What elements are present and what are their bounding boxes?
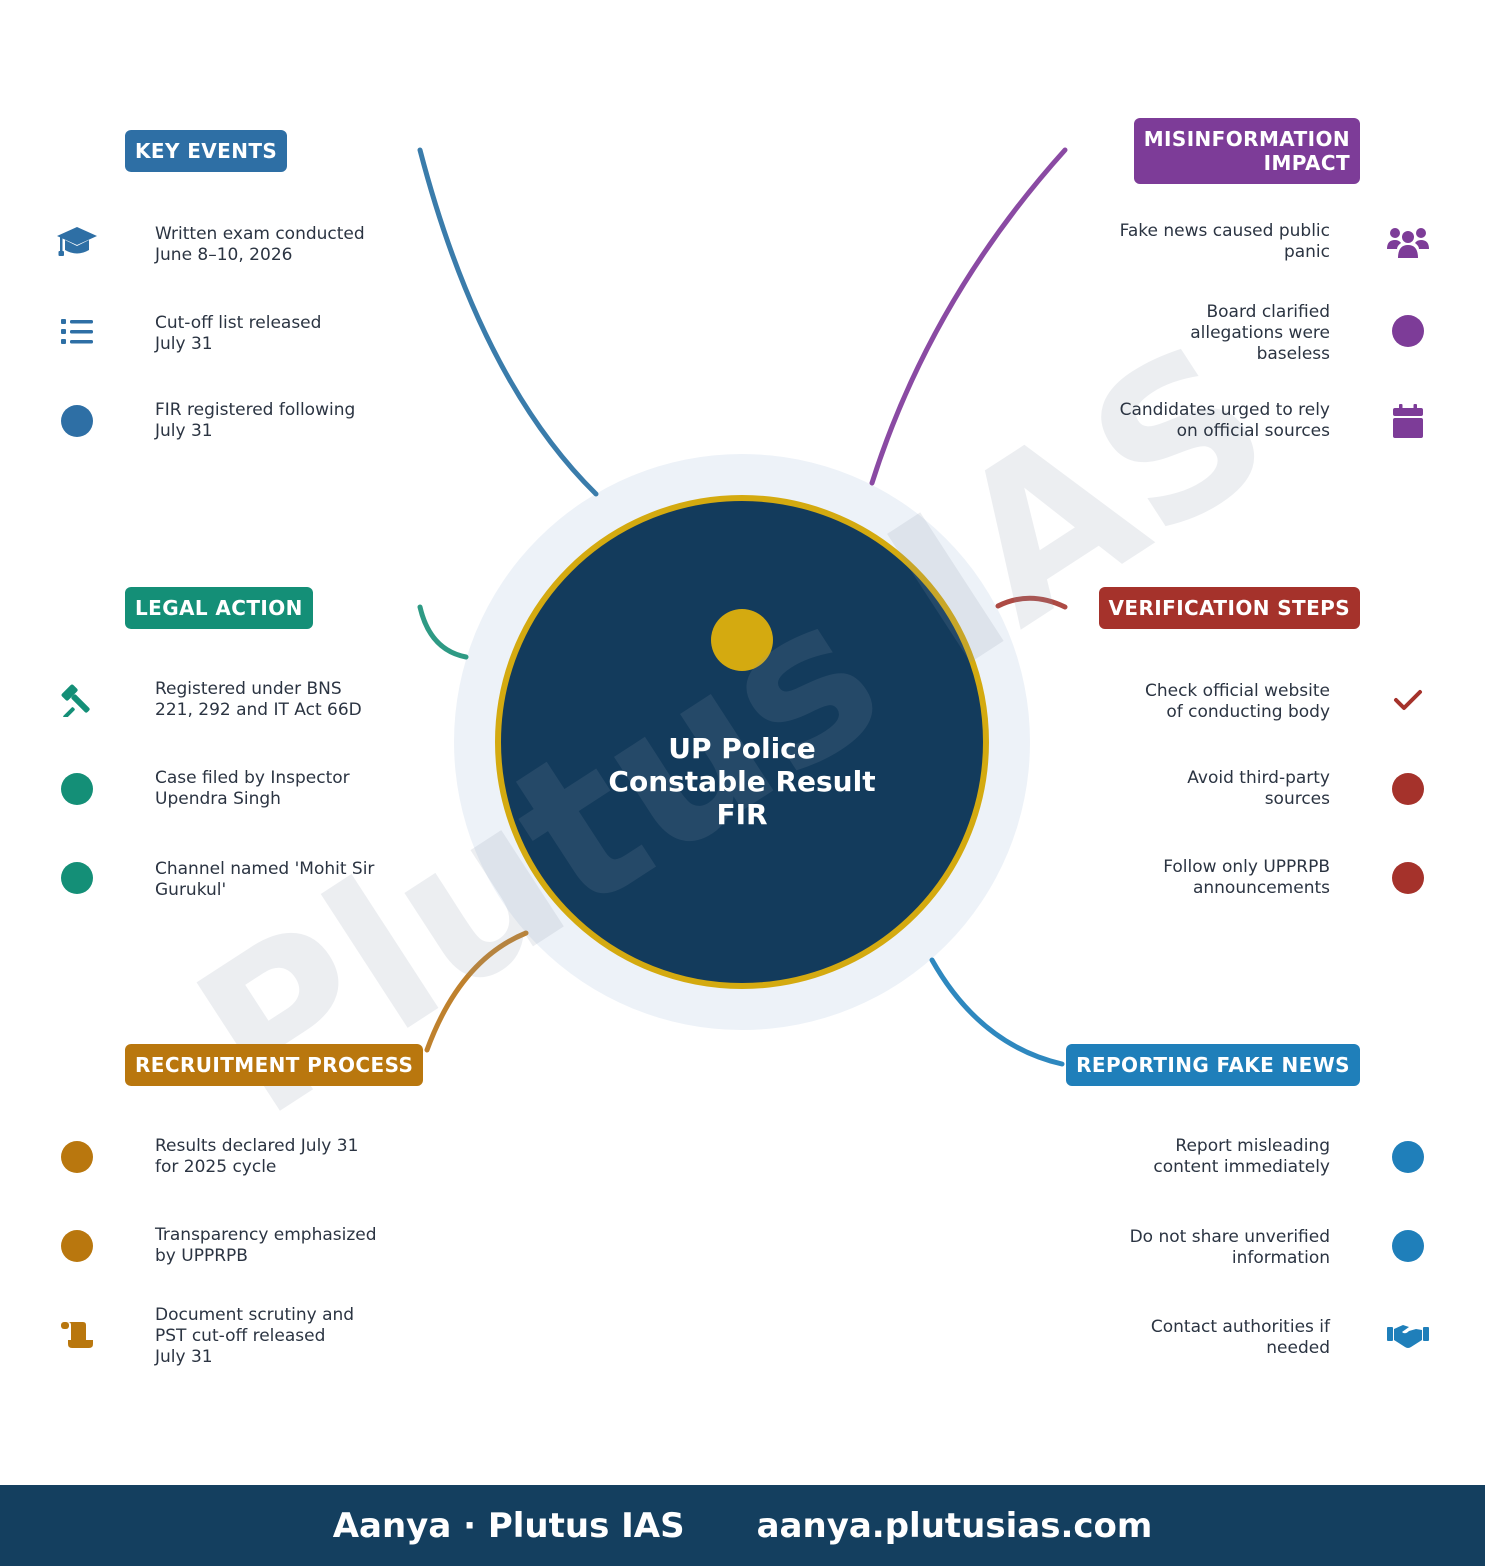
badge-misinformation-impact: MISINFORMATION IMPACT — [1133, 118, 1360, 184]
connector-reporting-fake-news — [929, 957, 1065, 1067]
dot-icon — [53, 854, 101, 902]
list-item: Follow only UPPRPB announcements — [1163, 857, 1330, 898]
connector-key-events — [417, 147, 599, 497]
list-item: Case filed by Inspector Upendra Singh — [155, 768, 350, 809]
dot-icon — [1384, 307, 1432, 355]
footer-website-link[interactable]: aanya.plutusias.com — [756, 1505, 1153, 1546]
center-dot-icon — [711, 609, 773, 671]
badge-key-events: KEY EVENTS — [125, 130, 288, 172]
connector-verification-steps — [995, 595, 1068, 610]
handshake-icon — [1384, 1311, 1432, 1359]
center-title: UP Police Constable Result FIR — [608, 732, 876, 831]
list-item: Check official website of conducting bod… — [1144, 681, 1330, 722]
list-item: Transparency emphasized by UPPRPB — [155, 1225, 377, 1266]
dot-icon — [1384, 1222, 1432, 1270]
list-item: Cut-off list released July 31 — [155, 313, 322, 354]
footer-brand: Aanya · Plutus IAS — [332, 1505, 685, 1546]
dot-icon — [53, 1133, 101, 1181]
graduation-cap-icon — [53, 218, 101, 266]
dot-icon — [1384, 765, 1432, 813]
list-item: Written exam conducted June 8–10, 2026 — [155, 224, 365, 265]
list-item: Avoid third-party sources — [1187, 768, 1330, 809]
badge-legal-action: LEGAL ACTION — [125, 587, 313, 629]
list-item: Contact authorities if needed — [1150, 1317, 1330, 1358]
scroll-icon — [53, 1311, 101, 1359]
list-item: Document scrutiny and PST cut-off releas… — [155, 1305, 355, 1367]
list-item: Fake news caused public panic — [1119, 221, 1330, 262]
dot-icon — [53, 765, 101, 813]
list-item: Candidates urged to rely on official sou… — [1119, 400, 1330, 441]
dot-icon — [53, 1222, 101, 1270]
calendar-icon — [1384, 397, 1432, 445]
badge-verification-steps: VERIFICATION STEPS — [1098, 587, 1360, 629]
list-item: Board clarified allegations were baseles… — [1190, 302, 1330, 364]
list-item: Report misleading content immediately — [1153, 1136, 1330, 1177]
badge-reporting-fake-news: REPORTING FAKE NEWS — [1066, 1044, 1360, 1086]
list-item: Do not share unverified information — [1129, 1227, 1330, 1268]
list-item: Channel named 'Mohit Sir Gurukul' — [155, 859, 375, 900]
footer-bar: Aanya · Plutus IAS aanya.plutusias.com — [0, 1485, 1485, 1566]
list-item: FIR registered following July 31 — [155, 400, 356, 441]
list-item: Registered under BNS 221, 292 and IT Act… — [155, 679, 362, 720]
gavel-icon — [53, 676, 101, 724]
badge-recruitment-process: RECRUITMENT PROCESS — [125, 1044, 424, 1086]
connector-legal-action — [417, 604, 469, 660]
connector-recruitment-process — [424, 930, 529, 1053]
list-icon — [53, 308, 101, 356]
users-icon — [1384, 218, 1432, 266]
center-node — [495, 495, 989, 989]
dot-icon — [1384, 1133, 1432, 1181]
connector-misinformation-impact — [869, 147, 1068, 486]
dot-icon — [1384, 854, 1432, 902]
dot-icon — [53, 397, 101, 445]
check-icon — [1384, 676, 1432, 724]
list-item: Results declared July 31 for 2025 cycle — [155, 1136, 359, 1177]
